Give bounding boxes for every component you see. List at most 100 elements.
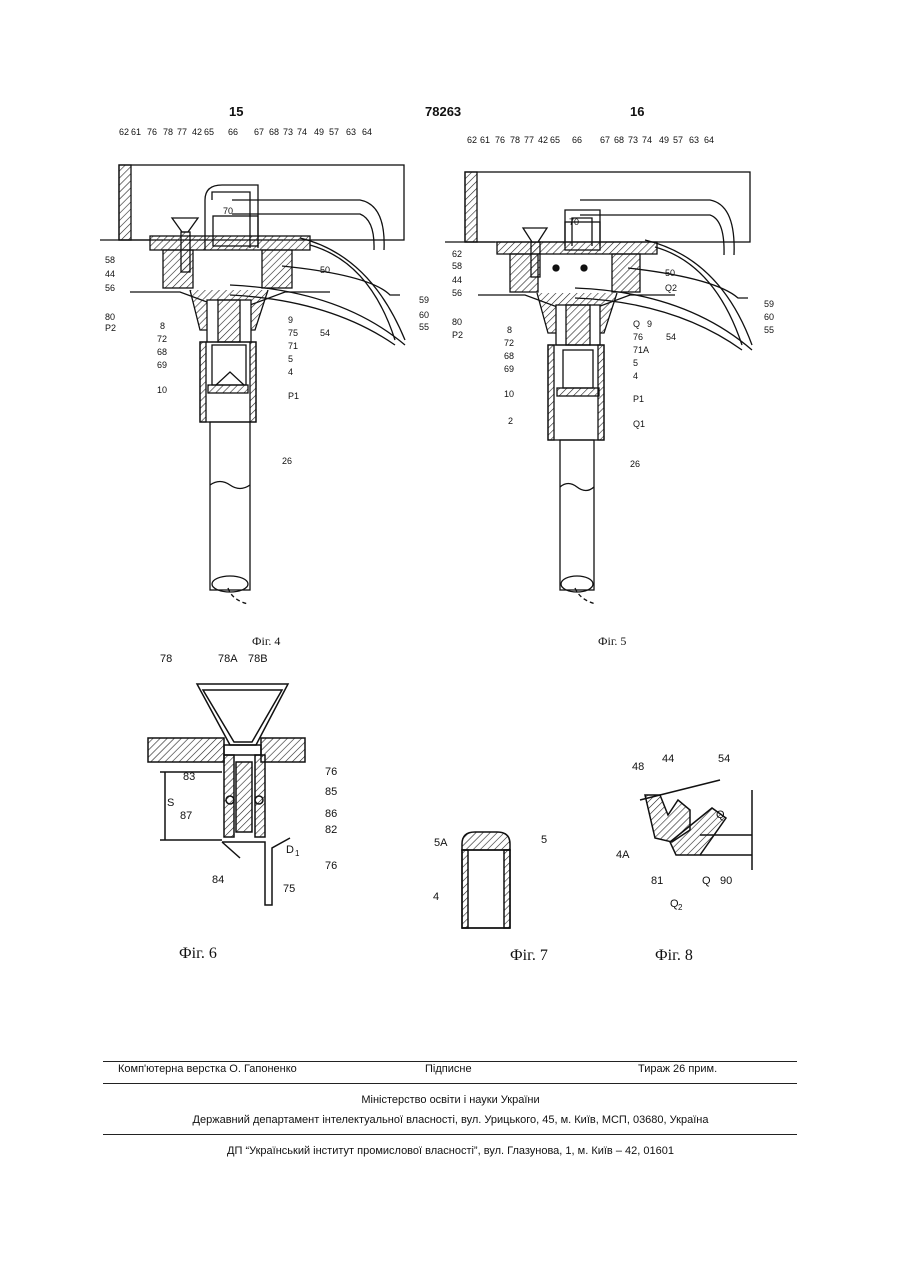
svg-text:62: 62 [452,249,462,259]
svg-text:58: 58 [452,261,462,271]
svg-text:2: 2 [678,903,683,912]
svg-text:4A: 4A [616,849,630,861]
svg-text:80: 80 [452,317,462,327]
svg-text:74: 74 [297,127,307,137]
svg-text:56: 56 [105,283,115,293]
figure-5-drawing [445,172,752,604]
svg-text:63: 63 [689,135,699,145]
svg-text:68: 68 [614,135,624,145]
footer-layout-credit: Комп'ютерна верстка О. Гапоненко [118,1063,297,1075]
svg-text:76: 76 [325,766,337,778]
svg-text:5: 5 [288,354,293,364]
svg-text:76: 76 [495,135,505,145]
svg-text:57: 57 [673,135,683,145]
svg-text:67: 67 [254,127,264,137]
figure-6-drawing [148,684,305,905]
svg-text:76: 76 [147,127,157,137]
fig6-caption: Фіг. 6 [179,945,217,963]
svg-text:49: 49 [659,135,669,145]
svg-text:2: 2 [508,416,513,426]
svg-text:71: 71 [288,341,298,351]
svg-text:5: 5 [633,358,638,368]
svg-text:Q: Q [702,875,711,887]
svg-text:78A: 78A [218,653,238,665]
svg-text:44: 44 [662,753,674,765]
svg-text:50: 50 [320,265,330,275]
svg-text:82: 82 [325,824,337,836]
svg-text:72: 72 [504,338,514,348]
svg-text:10: 10 [157,385,167,395]
svg-text:65: 65 [204,127,214,137]
svg-text:75: 75 [288,328,298,338]
svg-text:76: 76 [325,860,337,872]
svg-text:Q2: Q2 [665,283,677,293]
svg-text:9: 9 [647,319,652,329]
svg-text:72: 72 [157,334,167,344]
svg-text:48: 48 [632,761,644,773]
footer-circulation: Тираж 26 прим. [638,1063,717,1075]
svg-text:56: 56 [452,288,462,298]
svg-text:5: 5 [541,834,547,846]
footer-rule-bottom [103,1134,797,1135]
fig7-caption: Фіг. 7 [510,947,548,965]
svg-text:54: 54 [320,328,330,338]
svg-text:63: 63 [346,127,356,137]
svg-text:54: 54 [718,753,730,765]
footer-institute: ДП “Український інститут промислової вла… [0,1145,901,1157]
svg-text:80: 80 [105,312,115,322]
figure-8-drawing [640,780,752,870]
svg-text:73: 73 [283,127,293,137]
svg-text:85: 85 [325,786,337,798]
svg-text:69: 69 [504,364,514,374]
svg-text:60: 60 [764,312,774,322]
svg-text:69: 69 [157,360,167,370]
svg-text:D: D [286,844,294,856]
svg-text:26: 26 [282,456,292,466]
svg-text:4: 4 [633,371,638,381]
svg-text:60: 60 [419,310,429,320]
svg-text:61: 61 [480,135,490,145]
svg-text:57: 57 [329,127,339,137]
svg-text:81: 81 [651,875,663,887]
svg-text:59: 59 [764,299,774,309]
svg-text:90: 90 [720,875,732,887]
figure-4-labels: 62 61 76 78 77 42 65 66 67 68 73 74 49 5… [105,127,429,466]
svg-text:77: 77 [524,135,534,145]
svg-text:78: 78 [510,135,520,145]
svg-text:64: 64 [362,127,372,137]
svg-text:78: 78 [160,653,172,665]
svg-text:9: 9 [288,315,293,325]
svg-text:10: 10 [504,389,514,399]
svg-text:67: 67 [600,135,610,145]
svg-text:78: 78 [163,127,173,137]
svg-text:58: 58 [105,255,115,265]
svg-text:26: 26 [630,459,640,469]
svg-text:44: 44 [452,275,462,285]
figure-4-drawing [100,165,405,604]
svg-text:73: 73 [628,135,638,145]
footer-signed: Підписне [425,1063,472,1075]
svg-text:64: 64 [704,135,714,145]
svg-text:Q: Q [633,319,640,329]
svg-text:55: 55 [764,325,774,335]
svg-text:76: 76 [633,332,643,342]
fig4-label-top: 62 [119,127,129,137]
svg-text:4: 4 [433,891,439,903]
svg-text:42: 42 [538,135,548,145]
svg-text:8: 8 [160,321,165,331]
svg-text:83: 83 [183,771,195,783]
svg-text:66: 66 [572,135,582,145]
svg-text:5A: 5A [434,837,448,849]
svg-text:1: 1 [295,849,300,858]
svg-text:70: 70 [569,217,579,227]
svg-text:78B: 78B [248,653,268,665]
svg-text:62: 62 [467,135,477,145]
svg-text:74: 74 [642,135,652,145]
svg-text:68: 68 [157,347,167,357]
svg-text:65: 65 [550,135,560,145]
footer-ministry: Міністерство освіти і науки України [0,1094,901,1106]
svg-text:P1: P1 [288,391,299,401]
svg-text:68: 68 [504,351,514,361]
svg-text:P2: P2 [105,323,116,333]
svg-text:S: S [167,797,174,809]
